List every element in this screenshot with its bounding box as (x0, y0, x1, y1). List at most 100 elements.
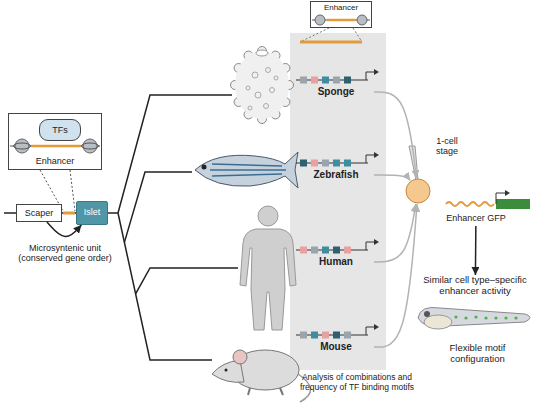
gfp-signal (474, 315, 477, 318)
motif (300, 332, 307, 339)
connector (374, 92, 416, 178)
embryo-illustration (418, 307, 530, 329)
node-text: Sponge (298, 86, 374, 98)
dna-wrap (82, 143, 99, 149)
embryo-eye (424, 311, 430, 317)
sponge-pore (264, 104, 269, 109)
species-label-box: Human (298, 255, 374, 269)
human-body (240, 229, 296, 330)
motif (344, 247, 351, 254)
mouse-illustration (212, 350, 311, 402)
enhancer-segment (31, 145, 81, 148)
enhancer-wave (446, 202, 494, 206)
node-text: Mouse (298, 341, 374, 353)
motif (344, 160, 351, 167)
sponge-body (235, 51, 289, 119)
egg-cell: 1-cell stage (405, 178, 431, 204)
fish-body (195, 152, 298, 188)
species-label-box: Sponge (298, 85, 374, 99)
tree-branch (118, 213, 212, 360)
promoter-arrowhead (374, 239, 379, 245)
motif-row (296, 152, 379, 167)
node-text: Similar cell type–specific enhancer acti… (405, 275, 545, 297)
motif (333, 247, 340, 254)
result-panel: Similar cell type–specific enhancer acti… (405, 275, 545, 373)
tree-branch (124, 172, 192, 242)
mouse-leg (248, 388, 250, 395)
motif (333, 160, 340, 167)
sponge-pore (270, 88, 275, 93)
motif (311, 77, 318, 84)
enhancer-segment (63, 212, 75, 215)
promoter-arrow (366, 72, 374, 80)
annotation-label: Analysis of combinations and frequency o… (292, 373, 422, 393)
node-text: Enhancer (311, 3, 371, 12)
nucleosome (15, 139, 29, 153)
connector (374, 175, 410, 181)
sponge-illustration (231, 47, 294, 124)
dna-wrap (14, 143, 31, 149)
node-text: 1-cell stage (429, 136, 465, 157)
mouse-ear (233, 350, 247, 364)
human-illustration (240, 206, 296, 330)
node-text: Enhancer (9, 156, 101, 166)
motif (333, 332, 340, 339)
gfp-signal (504, 316, 507, 319)
tree-branch (118, 95, 232, 213)
fish-stripe (212, 164, 282, 166)
enhancer-inset: Enhancer TFs (8, 113, 102, 170)
motif (300, 247, 307, 254)
node-text: Islet (77, 207, 107, 217)
annotation-label: Microsyntenic unit (conserved gene order… (12, 243, 118, 264)
human-head (258, 206, 278, 226)
gfp-signal (464, 316, 467, 319)
zoom-line (300, 28, 329, 42)
connector (475, 226, 477, 275)
promoter-arrowhead (374, 152, 379, 158)
promoter-arrow (366, 155, 374, 163)
sponge-pore (255, 92, 261, 98)
gene-box: Islet (76, 201, 108, 225)
promoter-arrow (366, 327, 374, 335)
tree-branch (136, 268, 238, 294)
promoter-arrowhead (374, 69, 379, 75)
promoter-arrowhead (374, 324, 379, 330)
nucleosome (315, 15, 325, 25)
mouse-leg (280, 388, 283, 395)
motif (311, 247, 318, 254)
fish-stripe (210, 169, 286, 171)
node-text: Zebrafish (298, 169, 374, 181)
node-text: Enhancer GFP (438, 213, 514, 223)
motif (311, 160, 318, 167)
fish-eye (202, 165, 207, 170)
enhancer-segment (300, 41, 362, 44)
gfp-signal (484, 316, 487, 319)
sponge-osculum (256, 50, 268, 56)
promoter-arrow (366, 242, 374, 250)
tf-box: TFs (39, 119, 81, 141)
motif (333, 77, 340, 84)
mouse-eye (225, 369, 228, 372)
motif-row (296, 239, 379, 254)
zoom-line (353, 28, 362, 42)
sponge-pore (274, 76, 278, 80)
reporter-construct: Enhancer GFP (436, 192, 516, 226)
motif (311, 332, 318, 339)
injection-pipette (409, 146, 418, 180)
motif (300, 160, 307, 167)
motif (322, 332, 329, 339)
nucleosome (357, 15, 367, 25)
node-text: Human (298, 256, 374, 268)
motif (344, 77, 351, 84)
motif (344, 332, 351, 339)
species-label-box: Mouse (298, 340, 374, 354)
motif (322, 247, 329, 254)
embryo-yolk (424, 315, 452, 329)
motif-row (296, 324, 379, 339)
motif-row (296, 69, 379, 84)
node-text: TFs (40, 125, 80, 135)
zebrafish-illustration (195, 152, 298, 188)
